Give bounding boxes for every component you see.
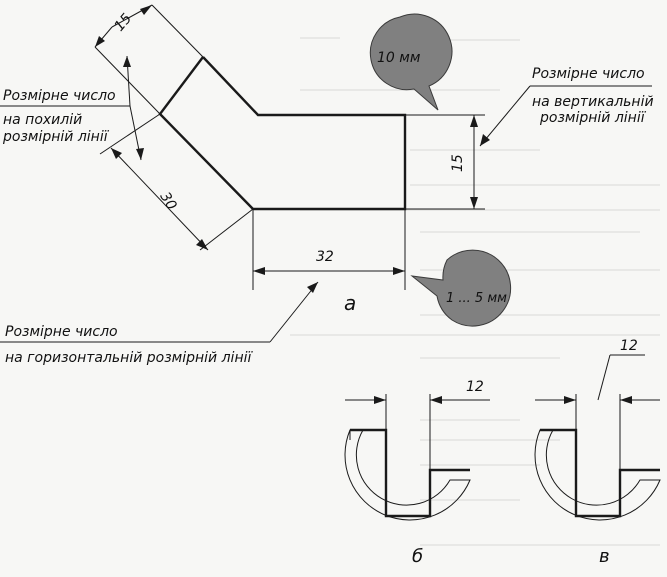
label-inclined: Розмірне число на похилій розмірній ліні… [2,88,116,145]
dim-32-text: 32 [316,249,334,265]
callout-1-5mm: 1 ... 5 мм [410,249,512,327]
inclined-dimension-30: 30 [99,113,254,251]
callout-10mm: 10 мм [369,13,453,111]
figure-v: 12 в [534,338,661,567]
label-vertical-sub1: на вертикальній [532,94,654,110]
label-vertical-sub2: розмірній лінії [539,110,647,126]
figure-letter-b: б [412,546,423,567]
label-vertical-title: Розмірне число [532,66,645,82]
vertical-dimension-15: 15 [405,114,485,210]
label-horizontal-title: Розмірне число [5,324,118,340]
callout-10mm-text: 10 мм [377,50,421,66]
dim-12-v-text: 12 [620,338,638,354]
dim-30-text: 30 [157,189,180,213]
label-leaders [0,55,652,343]
dim-12-b-text: 12 [466,379,484,395]
label-inclined-title: Розмірне число [3,88,116,104]
label-inclined-sub1: на похилій [3,112,82,128]
figure-b: 12 б [344,379,490,567]
part-outline-a [158,56,407,211]
figure-letter-v: в [599,546,610,567]
dim-15-vertical-text: 15 [450,154,466,172]
label-horizontal-sub: на горизонтальній розмірній лінії [5,350,253,366]
figure-letter-a: а [344,291,356,315]
callout-1-5mm-text: 1 ... 5 мм [446,291,507,306]
horizontal-dimension-32: 32 [252,209,406,290]
label-horizontal: Розмірне число на горизонтальній розмірн… [5,324,253,366]
dim-15-inclined-text: 15 [111,11,135,35]
label-inclined-sub2: розмірній лінії [2,129,110,145]
label-vertical: Розмірне число на вертикальній розмірній… [532,66,654,126]
